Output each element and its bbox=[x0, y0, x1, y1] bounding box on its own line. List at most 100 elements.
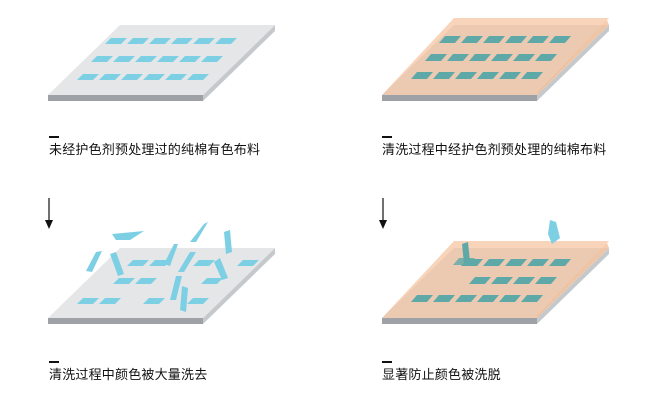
dye-fragment bbox=[178, 252, 196, 272]
dye-fragment bbox=[110, 252, 124, 276]
protected-dye-patch bbox=[425, 54, 447, 61]
dye-fragment bbox=[86, 251, 102, 272]
escaping-dye-fragment bbox=[548, 220, 560, 244]
dye-fragment bbox=[112, 231, 144, 240]
protected-dye-patch bbox=[491, 277, 513, 284]
dye-patch bbox=[99, 74, 121, 80]
protected-dye-patch bbox=[499, 295, 521, 302]
protected-dye-patch bbox=[513, 54, 535, 61]
dye-patch bbox=[237, 260, 259, 266]
fabric-front-edge bbox=[382, 318, 537, 324]
dye-patch bbox=[149, 38, 171, 44]
dye-patch bbox=[77, 298, 99, 304]
protected-dye-patches bbox=[411, 259, 571, 302]
fabric-side-edge bbox=[537, 25, 609, 101]
protected-dye-patch bbox=[461, 36, 483, 43]
protected-dye-patch bbox=[505, 36, 527, 43]
protected-dye-patch bbox=[411, 72, 433, 79]
protected-dye-patch bbox=[499, 72, 521, 79]
protected-dye-patches bbox=[411, 36, 571, 79]
partially-lifted-patches bbox=[453, 242, 475, 265]
dye-fragment bbox=[170, 276, 182, 300]
protective-layer-side bbox=[537, 243, 609, 318]
dye-patch bbox=[121, 74, 143, 80]
protected-dye-patch bbox=[447, 54, 469, 61]
remaining-dye-patches bbox=[77, 260, 259, 304]
dye-patch bbox=[201, 56, 223, 62]
protected-dye-patch bbox=[535, 54, 557, 61]
detached-dye-fragments bbox=[86, 222, 232, 312]
fabric-front-edge bbox=[382, 95, 537, 101]
dye-patch bbox=[127, 38, 149, 44]
dye-patch bbox=[127, 260, 149, 266]
protected-dye-patch bbox=[439, 36, 461, 43]
dye-patch bbox=[91, 56, 113, 62]
dye-patch bbox=[135, 56, 157, 62]
caption-color-protected: 显著防止颜色被洗脱 bbox=[382, 368, 501, 383]
protected-dye-patch bbox=[513, 277, 535, 284]
protected-dye-patch bbox=[505, 259, 527, 266]
protected-dye-patch bbox=[455, 72, 477, 79]
caption-color-washed-away: 清洗过程中颜色被大量洗去 bbox=[49, 368, 208, 383]
dye-patch bbox=[187, 74, 209, 80]
fabric-front-edge bbox=[48, 95, 203, 101]
protected-dye-patch bbox=[469, 54, 491, 61]
protected-dye-patch bbox=[411, 295, 433, 302]
protected-dye-patch bbox=[483, 259, 505, 266]
caption-treated-fabric: 清洗过程中经护色剂预处理的纯棉布料 bbox=[382, 143, 607, 158]
dye-patch bbox=[99, 298, 121, 304]
protected-dye-patch bbox=[433, 295, 455, 302]
down-arrow-right bbox=[379, 198, 387, 229]
dye-patch bbox=[193, 260, 215, 266]
caption-untreated-fabric: 未经护色剂预处理过的纯棉有色布料 bbox=[49, 143, 261, 158]
dye-patch bbox=[171, 38, 193, 44]
dye-fragment bbox=[214, 258, 228, 280]
protective-layer-side bbox=[537, 20, 609, 95]
dye-patch bbox=[143, 298, 165, 304]
protected-dye-patch bbox=[521, 72, 543, 79]
dye-patch bbox=[165, 74, 187, 80]
protected-dye-patch bbox=[477, 295, 499, 302]
protected-dye-patch bbox=[469, 277, 491, 284]
caption-marker bbox=[49, 136, 59, 138]
fabric-front-edge bbox=[48, 318, 203, 324]
dye-fragment bbox=[180, 286, 188, 312]
panel-treated-fabric bbox=[382, 18, 609, 101]
protected-dye-patch bbox=[521, 295, 543, 302]
lifted-dye-patch bbox=[453, 258, 475, 265]
dye-patch bbox=[179, 56, 201, 62]
dye-patch bbox=[113, 278, 135, 284]
dye-patch bbox=[105, 38, 127, 44]
dye-patches bbox=[77, 38, 237, 80]
dye-patch bbox=[77, 74, 99, 80]
caption-marker bbox=[382, 136, 392, 138]
protected-dye-patch bbox=[477, 72, 499, 79]
dye-patch bbox=[215, 38, 237, 44]
dye-patch bbox=[135, 278, 157, 284]
protected-dye-patch bbox=[549, 36, 571, 43]
dye-fragment bbox=[190, 222, 208, 242]
fabric-side-edge bbox=[203, 25, 275, 101]
dye-fragment bbox=[224, 230, 232, 254]
protected-dye-patch bbox=[483, 36, 505, 43]
protected-dye-patch bbox=[455, 295, 477, 302]
fabric-side-edge bbox=[537, 248, 609, 324]
protected-dye-patch bbox=[535, 277, 557, 284]
dye-patch bbox=[143, 74, 165, 80]
dye-fragment bbox=[164, 244, 178, 266]
protected-dye-patch bbox=[491, 54, 513, 61]
protected-dye-patch bbox=[527, 36, 549, 43]
dye-patch bbox=[113, 56, 135, 62]
dye-patch bbox=[157, 56, 179, 62]
protected-dye-patch bbox=[433, 72, 455, 79]
protected-dye-patch bbox=[527, 259, 549, 266]
caption-marker bbox=[382, 361, 392, 363]
down-arrow-left bbox=[45, 198, 53, 229]
protected-dye-patch bbox=[549, 259, 571, 266]
panel-color-protected bbox=[382, 220, 609, 324]
dye-patch bbox=[193, 38, 215, 44]
caption-marker bbox=[49, 361, 59, 363]
dye-patch bbox=[201, 278, 223, 284]
panel-color-washed-away bbox=[48, 222, 275, 324]
